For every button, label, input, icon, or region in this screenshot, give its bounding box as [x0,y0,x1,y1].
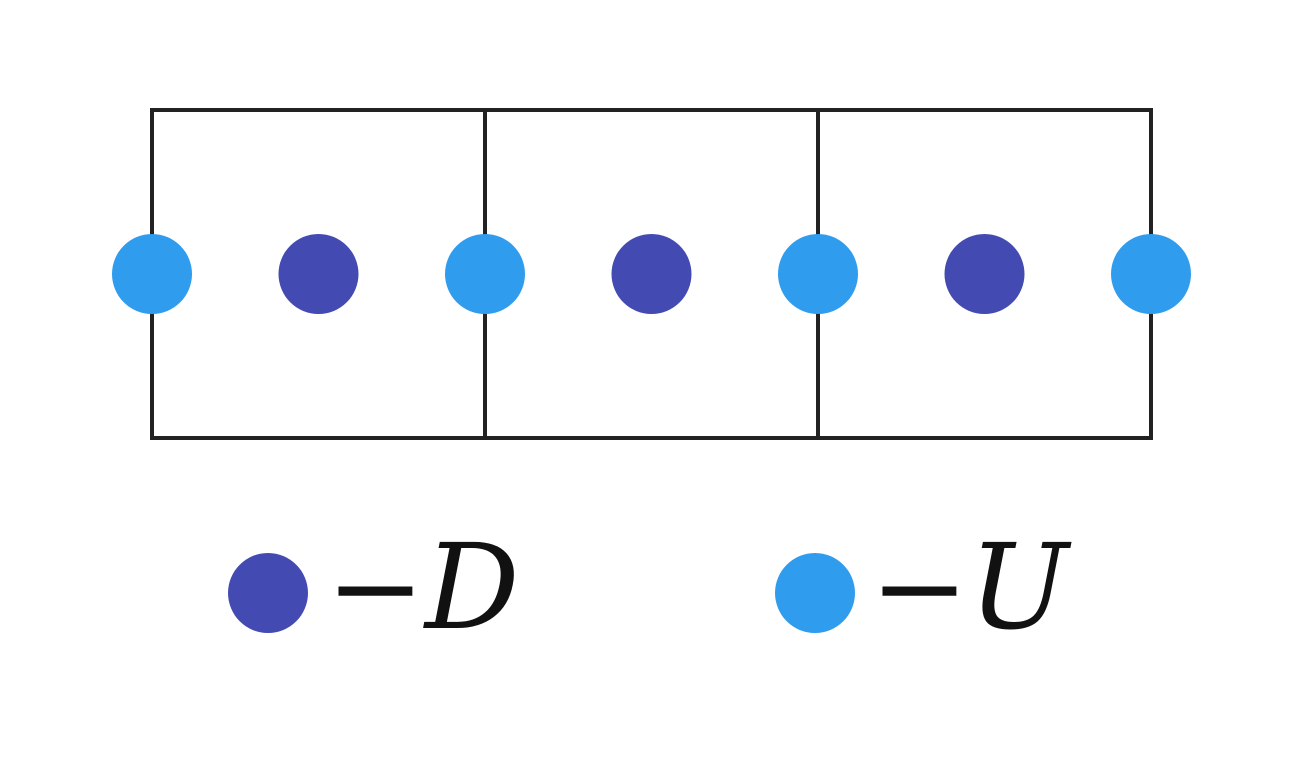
legend-label-d: −D [326,518,519,656]
node-u [445,234,525,314]
legend: −D −U [228,518,1072,656]
node-u [112,234,192,314]
legend-marker-u [775,553,855,633]
node-d [611,234,692,314]
node-u [1111,234,1191,314]
legend-marker-d [228,553,308,633]
node-d [278,234,359,314]
lattice-nodes [112,234,1191,314]
node-u [778,234,858,314]
node-d [944,234,1025,314]
legend-label-u: −U [870,518,1072,656]
